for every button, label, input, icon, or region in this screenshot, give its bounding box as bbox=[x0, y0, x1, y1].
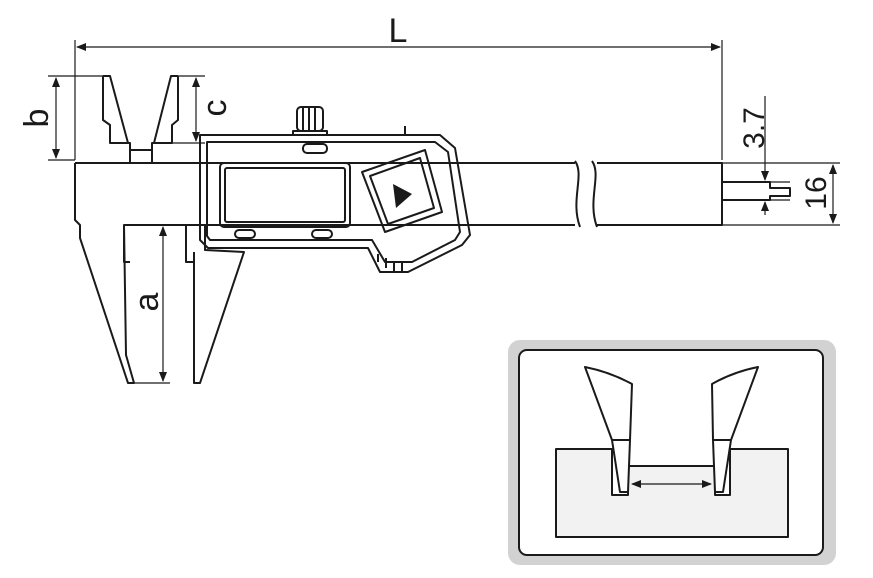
slider-jaw bbox=[160, 224, 245, 384]
dim-c-ext bbox=[172, 75, 205, 144]
adjust-teeth bbox=[377, 254, 403, 272]
slider-housing bbox=[199, 134, 471, 273]
depth-rod bbox=[722, 181, 791, 201]
label-L: L bbox=[389, 12, 408, 50]
slider-housing-inner bbox=[206, 141, 461, 263]
inset-right-jaw bbox=[711, 366, 759, 493]
button-left bbox=[234, 229, 256, 239]
dim-a-ext bbox=[124, 224, 170, 384]
thumb-wheel-grip bbox=[292, 107, 328, 136]
jaw-inner-step-2 bbox=[185, 225, 194, 263]
display-window bbox=[219, 162, 351, 228]
jaw-inner-step bbox=[123, 225, 130, 263]
dim-3-7-ext bbox=[735, 181, 790, 201]
display-window-inner bbox=[224, 167, 346, 223]
inset-left-jaw bbox=[584, 366, 633, 493]
beam-break bbox=[574, 160, 598, 228]
side-panel-inner bbox=[369, 157, 435, 225]
slider-inside-nib bbox=[151, 75, 179, 163]
triangle-right-icon bbox=[393, 184, 412, 208]
label-b: b bbox=[18, 109, 56, 128]
label-16: 16 bbox=[800, 176, 833, 209]
label-a: a bbox=[128, 292, 166, 311]
button-right bbox=[311, 229, 333, 239]
dimension-lines bbox=[48, 40, 840, 384]
inset-workpiece bbox=[555, 448, 789, 538]
label-3-7: 3.7 bbox=[738, 107, 771, 149]
fixed-jaw bbox=[74, 163, 200, 384]
fixed-inside-nib bbox=[102, 75, 131, 163]
caliper-body bbox=[74, 75, 791, 384]
dim-16-ext bbox=[722, 162, 840, 226]
button-top bbox=[302, 143, 328, 154]
inset bbox=[508, 340, 836, 565]
label-c: c bbox=[196, 100, 234, 117]
side-panel bbox=[361, 149, 443, 233]
dim-b-ext bbox=[48, 75, 103, 161]
